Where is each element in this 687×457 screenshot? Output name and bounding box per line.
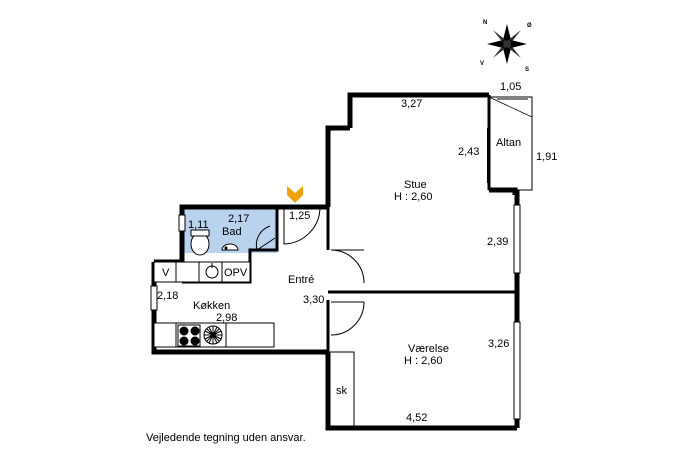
room-name-stue: Stue — [404, 179, 427, 191]
stove-burner-2 — [190, 326, 200, 336]
compass-center — [501, 38, 513, 50]
balcony-edge — [488, 96, 533, 118]
room-name-bad: Bad — [222, 226, 242, 238]
window-stue — [513, 204, 521, 274]
dim-kokken-bottom: 2,98 — [216, 312, 237, 324]
wall-stue-right-top — [489, 187, 518, 195]
fixture-label-v: V — [162, 267, 170, 279]
dim-vaerelse-right: 3,26 — [488, 338, 509, 350]
fan-blades — [204, 326, 222, 344]
wall-stue-left — [325, 125, 350, 207]
room-name-altan: Altan — [496, 137, 521, 149]
dim-altan-left: 2,43 — [458, 146, 479, 158]
wall-south — [325, 352, 517, 431]
bathroom-fixtures — [190, 229, 239, 256]
door-entrance — [283, 206, 321, 245]
room-height-stue: H : 2,60 — [394, 191, 433, 203]
dim-kokken-left: 2,18 — [157, 290, 178, 302]
compass-rose: N Ø S V — [480, 20, 532, 73]
compass-label-n: N — [483, 20, 487, 26]
window-bad — [178, 214, 186, 232]
stove-burner-4 — [190, 336, 200, 346]
room-name-vaerelse: Værelse — [408, 343, 449, 355]
fixture-label-opv: OPV — [224, 267, 248, 279]
compass-label-v: V — [480, 61, 484, 67]
sink-drain — [224, 246, 228, 250]
disclaimer-text: Vejledende tegning uden ansvar. — [146, 432, 306, 444]
door-stue — [330, 249, 365, 284]
dim-entre-top: 1,25 — [289, 210, 310, 222]
wall-stue-top — [347, 92, 489, 128]
toilet-tank — [190, 229, 210, 237]
kitchen-fixtures — [153, 261, 275, 348]
dim-altan-top: 1,05 — [500, 81, 521, 93]
room-height-vaerelse: H : 2,60 — [404, 355, 443, 367]
door-vaerelse — [330, 301, 365, 336]
window-kitchen — [150, 285, 158, 311]
dim-bad-top: 2,17 — [228, 213, 249, 225]
room-name-entre: Entré — [288, 274, 314, 286]
stove-burner-1 — [179, 326, 189, 336]
window-vaerelse — [513, 321, 521, 420]
room-name-kokken: Køkken — [193, 300, 230, 312]
dim-altan-right: 1,91 — [536, 151, 557, 163]
door-bad — [255, 225, 276, 251]
compass-label-s: S — [525, 67, 529, 73]
dim-stue-top: 3,27 — [401, 98, 422, 110]
kitchen-counter-top — [153, 261, 251, 283]
compass-label-o: Ø — [527, 23, 532, 29]
closet — [329, 351, 355, 427]
dim-vaerelse-bottom: 4,52 — [406, 412, 427, 424]
dim-bad-left: 1,11 — [188, 219, 209, 231]
entrance-arrow-icon — [287, 186, 303, 203]
doors — [255, 206, 365, 336]
dim-stue-right: 2,39 — [487, 236, 508, 248]
fixture-label-sk: sk — [336, 385, 348, 397]
stove-burner-3 — [179, 336, 189, 346]
dim-entre-bottom: 3,30 — [303, 294, 324, 306]
